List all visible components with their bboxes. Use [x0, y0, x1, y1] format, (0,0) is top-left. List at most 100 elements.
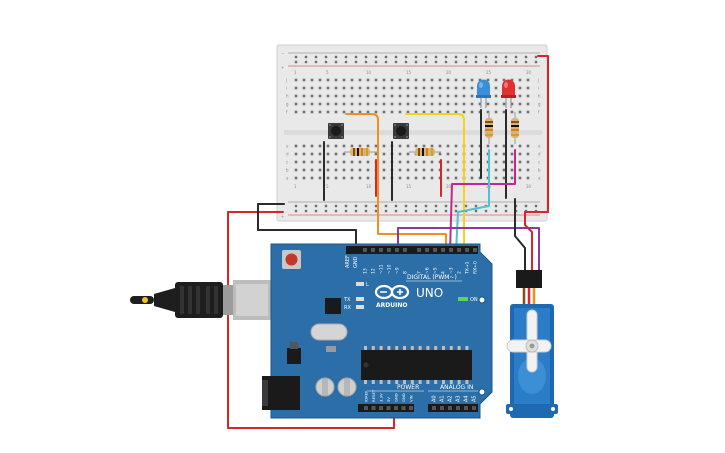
digital-header-label: DIGITAL (PWM~) — [407, 274, 457, 281]
digital-pin-label: ~6 — [425, 267, 431, 274]
digital-header[interactable] — [346, 246, 478, 254]
rail-plus-top: + — [281, 65, 284, 70]
digital-pin-label: 12 — [371, 268, 377, 274]
power-pin-hole[interactable] — [364, 406, 368, 410]
row-letter: c — [286, 160, 288, 165]
digital-pin-hole[interactable] — [433, 248, 437, 252]
usb-cable[interactable] — [130, 280, 271, 320]
uno-logo-text: UNO — [416, 286, 443, 300]
analog-pin-hole[interactable] — [464, 406, 468, 410]
wire-red-5v — [227, 211, 395, 429]
column-number: 10 — [366, 184, 372, 189]
led-l-label: L — [366, 282, 369, 288]
reset-button[interactable] — [282, 250, 301, 269]
pushbutton-1[interactable] — [328, 123, 344, 139]
digital-pin-hole[interactable] — [371, 248, 375, 252]
column-number: 10 — [366, 70, 372, 75]
analog-pin-hole[interactable] — [472, 406, 476, 410]
digital-pin-label: 8 — [403, 271, 409, 274]
digital-pin-hole[interactable] — [387, 248, 391, 252]
wire-purple-pin — [397, 227, 540, 271]
digital-pin-label: ~11 — [379, 264, 385, 274]
digital-pin-hole[interactable] — [403, 248, 407, 252]
wires — [227, 55, 549, 429]
row-letter: h — [538, 94, 541, 99]
atmega-chip — [361, 346, 472, 384]
analog-pin-label: A1 — [440, 395, 446, 402]
wire-red-right-rail — [524, 55, 549, 213]
aref-label: AREF — [345, 255, 351, 268]
power-pin-label: RESET — [371, 389, 376, 402]
column-number: 1 — [294, 184, 297, 189]
power-header-label: POWER — [397, 384, 419, 391]
digital-pin-hole[interactable] — [457, 248, 461, 252]
analog-header[interactable] — [428, 404, 478, 412]
row-letter: f — [538, 110, 540, 115]
led-blue[interactable] — [476, 79, 491, 108]
wire-cyan — [455, 149, 490, 253]
rx-label: RX — [344, 305, 351, 311]
analog-pin-label: A2 — [448, 395, 454, 402]
row-letter: e — [538, 144, 541, 149]
analog-pin-hole[interactable] — [448, 406, 452, 410]
digital-pin-hole[interactable] — [417, 248, 421, 252]
power-pin-label: 5V — [386, 397, 391, 402]
pushbutton-2[interactable] — [393, 123, 409, 139]
usb-chip — [325, 298, 341, 314]
servo-motor[interactable] — [506, 270, 558, 418]
capacitor-1 — [315, 377, 335, 397]
power-pin-hole[interactable] — [379, 406, 383, 410]
power-pin-hole[interactable] — [409, 406, 413, 410]
power-pin-hole[interactable] — [386, 406, 391, 410]
column-number: 5 — [326, 184, 329, 189]
row-letter: c — [538, 160, 540, 165]
power-pin-hole[interactable] — [401, 406, 406, 410]
dc-power-jack — [262, 376, 300, 410]
breadboard-holes — [294, 55, 538, 213]
row-letter: i — [286, 86, 287, 91]
digital-pin-label: 7 — [417, 271, 423, 274]
row-letter: a — [538, 176, 541, 181]
power-pin-hole[interactable] — [371, 406, 376, 410]
analog-pin-hole[interactable] — [432, 406, 436, 410]
column-number: 15 — [406, 184, 412, 189]
row-letter: i — [538, 86, 539, 91]
analog-pin-hole[interactable] — [440, 406, 444, 410]
arduino-logo-icon — [374, 284, 410, 300]
digital-pin-hole[interactable] — [379, 248, 383, 252]
crystal — [310, 323, 348, 341]
digital-pin-label: ~9 — [395, 267, 401, 274]
resistor-horizontal-2 — [409, 148, 441, 156]
digital-pin-label: 4 — [441, 271, 447, 274]
digital-pin-label: RX←0 — [473, 261, 479, 274]
digital-pin-hole[interactable] — [395, 248, 399, 252]
row-letter: h — [286, 94, 289, 99]
row-letter: j — [285, 78, 287, 83]
capacitor-2 — [337, 377, 357, 397]
column-number: 1 — [294, 70, 297, 75]
led-red[interactable] — [501, 79, 516, 108]
row-letter: a — [286, 176, 289, 181]
analog-pin-hole[interactable] — [456, 406, 460, 410]
row-letter: f — [286, 110, 288, 115]
power-header[interactable] — [358, 404, 414, 412]
power-pin-hole[interactable] — [394, 406, 398, 410]
servo-horn[interactable] — [506, 309, 552, 373]
tx-label: TX — [343, 297, 351, 303]
digital-pin-hole[interactable] — [363, 248, 367, 252]
wire-yellow — [405, 113, 465, 253]
digital-pin-hole[interactable] — [425, 248, 429, 252]
digital-pin-hole[interactable] — [449, 248, 453, 252]
digital-pin-hole[interactable] — [465, 248, 469, 252]
analog-pin-label: A5 — [472, 395, 478, 402]
wire-black-gnd — [257, 203, 357, 253]
rail-plus-bottom: + — [281, 214, 284, 219]
column-number: 20 — [446, 70, 452, 75]
digital-pin-hole[interactable] — [473, 248, 477, 252]
power-pin-label: GND — [401, 393, 406, 402]
digital-pin-hole[interactable] — [441, 248, 445, 252]
analog-pin-label: A3 — [456, 395, 462, 402]
